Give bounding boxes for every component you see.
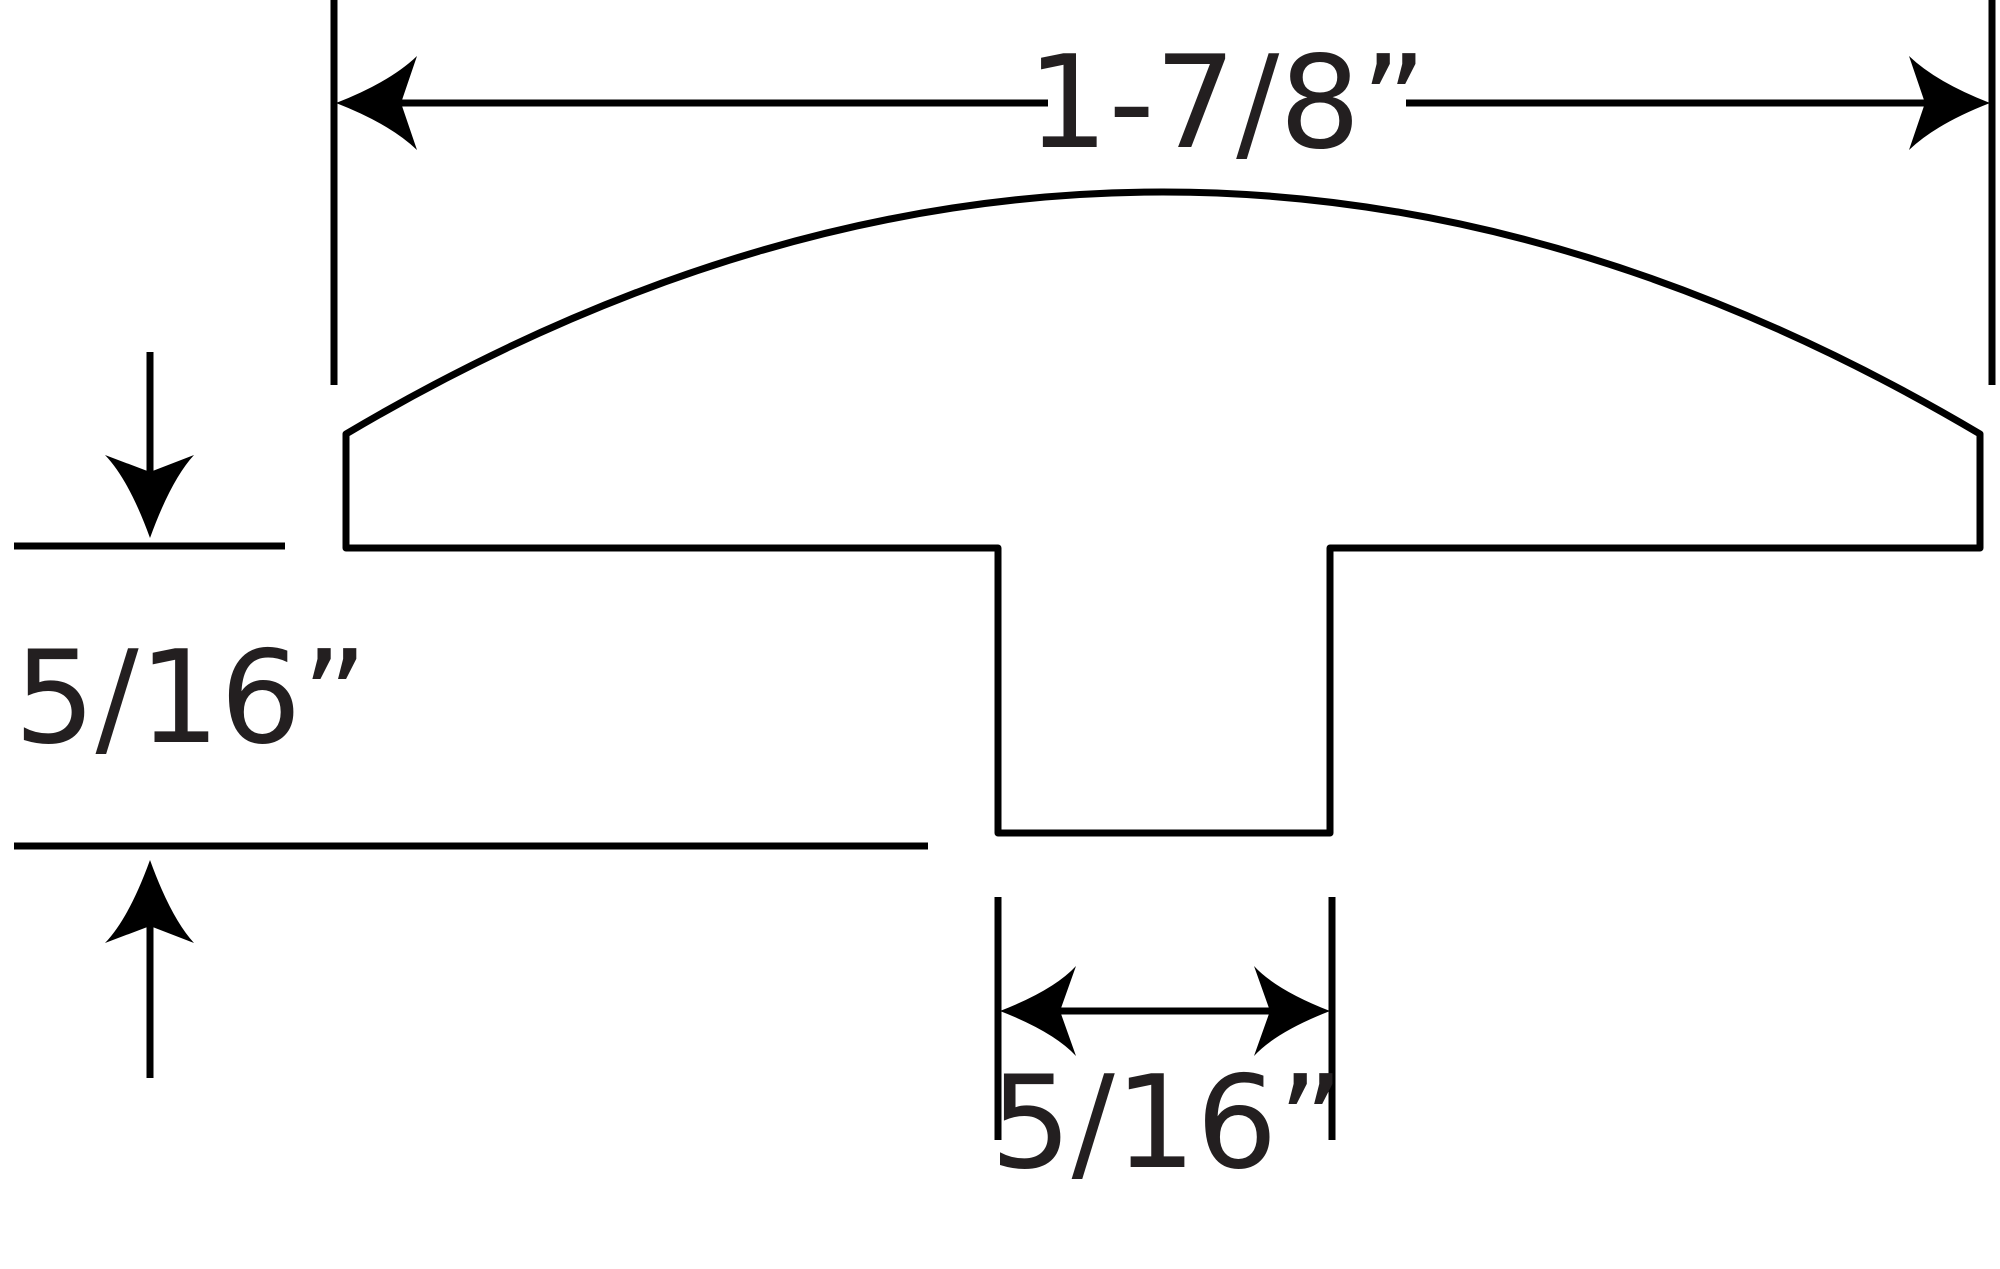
arrowhead-up xyxy=(105,860,194,943)
stem-width-dimension: 5/16” xyxy=(990,897,1344,1198)
overall-width-dimension: 1-7/8” xyxy=(330,0,1996,385)
arrowhead-left xyxy=(1000,966,1076,1056)
lip-height-label: 5/16” xyxy=(14,624,368,773)
overall-width-label: 1-7/8” xyxy=(1027,29,1427,178)
arrowhead-right xyxy=(1909,56,1990,150)
stem-width-label: 5/16” xyxy=(990,1049,1344,1198)
lip-height-dimension: 5/16” xyxy=(14,352,928,1078)
arrowhead-right xyxy=(1254,966,1330,1056)
arrowhead-left xyxy=(336,56,417,150)
t-molding-profile-outline xyxy=(342,188,1984,837)
arrowhead-down xyxy=(105,455,194,538)
